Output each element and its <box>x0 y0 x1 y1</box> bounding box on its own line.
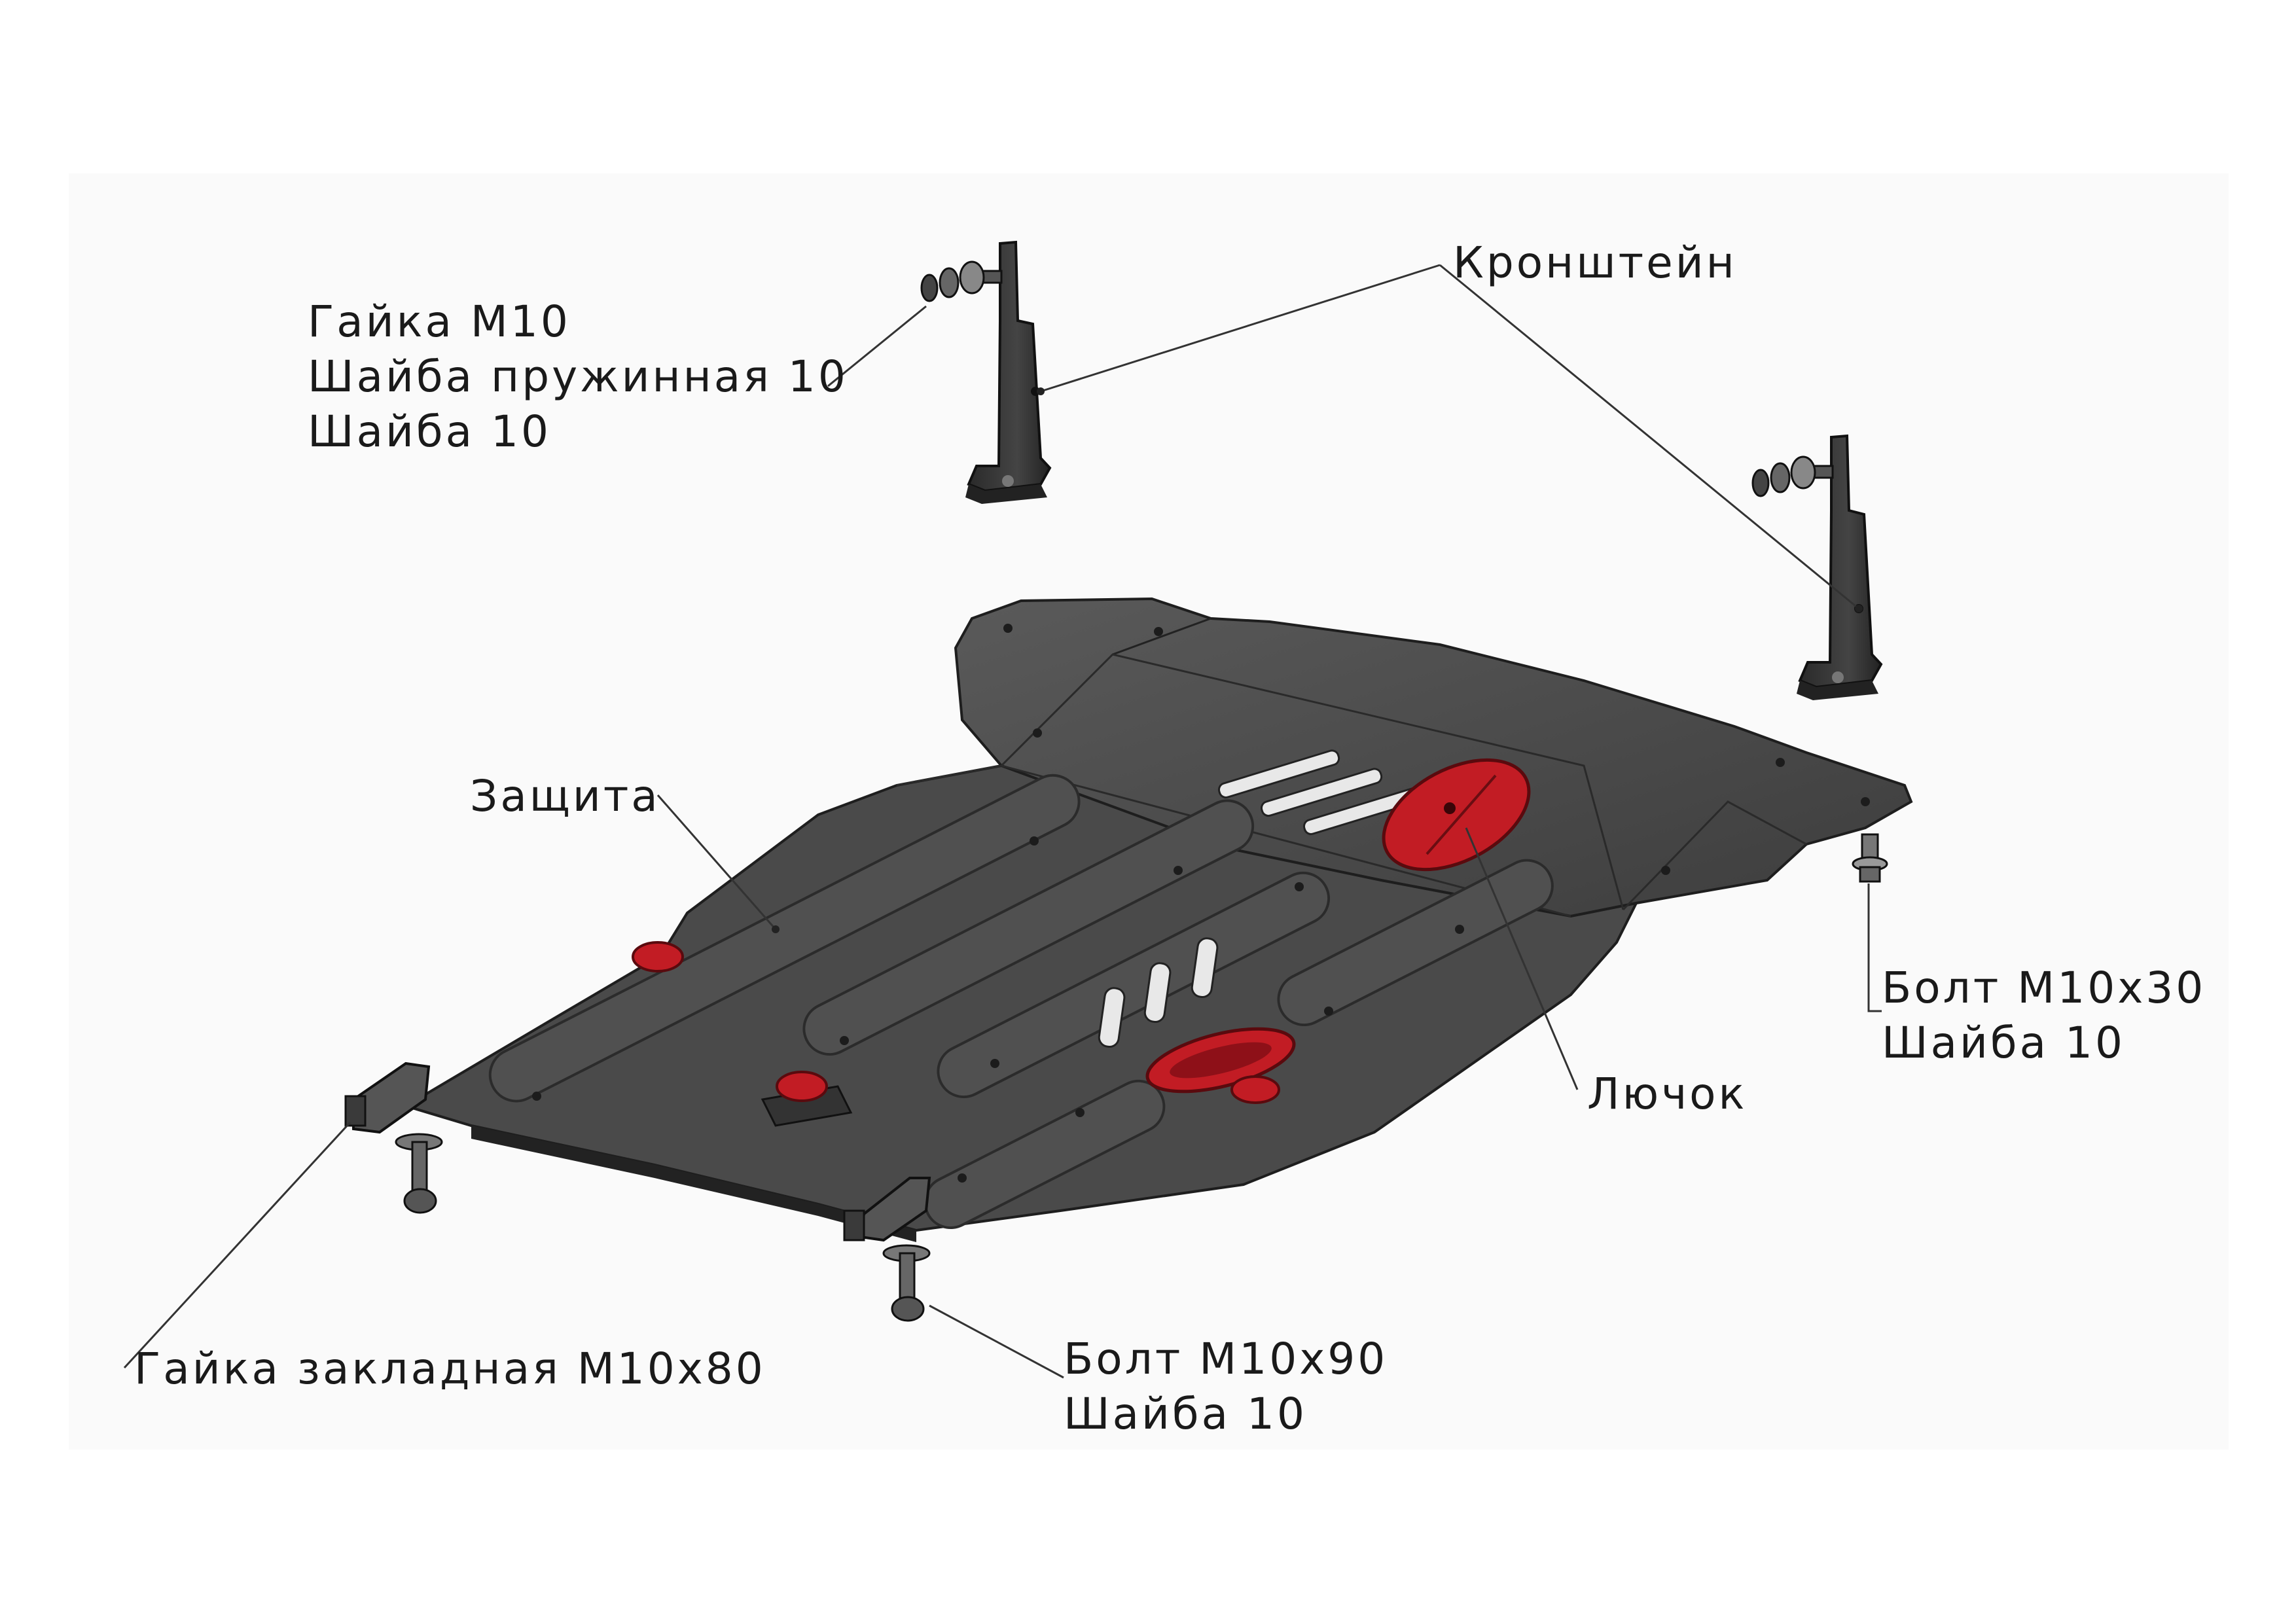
bracket-right-hardware <box>1751 455 1834 497</box>
label-bolt30-group: Болт М10х30 Шайба 10 <box>1882 961 2206 1071</box>
label-nut-m10: Гайка М10 <box>308 296 571 347</box>
label-embedded-nut: Гайка закладная М10х80 <box>134 1344 766 1394</box>
plate-main-section <box>403 764 1639 1232</box>
plug-with-clip <box>761 1071 853 1127</box>
label-guard: Защита <box>470 771 660 821</box>
label-bolt-m10x30: Болт М10х30 <box>1882 963 2206 1013</box>
hatch-cover-front <box>1145 1027 1296 1094</box>
label-spring-washer: Шайба пружинная 10 <box>308 351 848 402</box>
label-washer-10-top: Шайба 10 <box>308 406 552 457</box>
bolt-m10x90-right <box>882 1244 931 1322</box>
skid-plate <box>403 597 1913 1242</box>
leader-lines <box>123 264 1882 1379</box>
label-bolt-m10x90: Болт М10х90 <box>1064 1334 1388 1384</box>
embedded-nut-right <box>843 1177 931 1242</box>
drain-plug-left <box>632 941 684 972</box>
plate-front-edge <box>471 1126 916 1242</box>
bracket-left <box>965 240 1052 504</box>
label-bolt90-group: Болт М10х90 Шайба 10 <box>1064 1332 1388 1442</box>
label-nut-group: Гайка М10 Шайба пружинная 10 Шайба 10 <box>308 294 848 459</box>
bolt-m10x90-left <box>395 1133 443 1214</box>
embedded-nut-left <box>344 1061 431 1134</box>
label-washer-10-right: Шайба 10 <box>1882 1018 2126 1068</box>
bolt-m10x30 <box>1852 833 1888 883</box>
label-bracket: Кронштейн <box>1453 238 1737 288</box>
drain-plug-right <box>1230 1075 1280 1104</box>
bracket-left-hardware <box>920 260 1003 302</box>
label-washer-10-bottom: Шайба 10 <box>1064 1389 1308 1439</box>
hatch-cover-rear <box>1382 758 1531 872</box>
bracket-right <box>1797 434 1883 700</box>
label-hatch: Лючок <box>1587 1069 1748 1119</box>
